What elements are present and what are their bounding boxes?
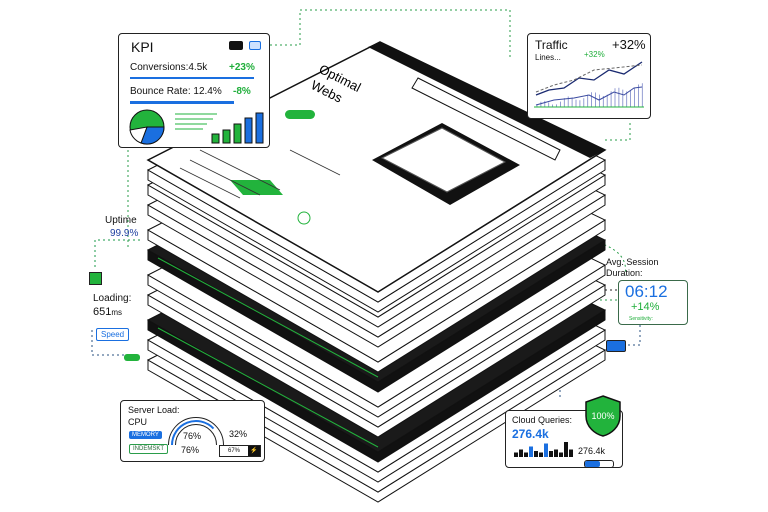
mini-value: 67% <box>227 448 240 454</box>
traffic-change-big: +32% <box>612 37 646 52</box>
cpu-gauge <box>168 417 224 446</box>
nav-bar <box>368 42 605 158</box>
cloud-progress <box>584 460 614 468</box>
cloud-bar <box>544 443 548 457</box>
connector-line <box>605 120 631 141</box>
kpi-card: KPI Conversions:4.5k +23% Bounce Rate: 1… <box>118 33 270 148</box>
conversions-change: +23% <box>229 62 255 73</box>
connector-line <box>91 330 125 356</box>
uptime-label: Uptime <box>105 215 137 226</box>
cloud-value: 276.4k <box>512 427 549 441</box>
bar <box>233 123 242 144</box>
status-square-icon <box>89 272 102 285</box>
bounce-row: Bounce Rate: 12.4% <box>130 86 222 97</box>
server-value-bottom: 76% <box>181 445 200 455</box>
shield-label: 100% <box>591 411 614 421</box>
session-sub: Sensitivity: <box>629 316 653 322</box>
cloud-bar <box>529 446 533 457</box>
session-label-line2: Duration: <box>606 268 643 278</box>
pie-slice <box>129 126 148 144</box>
connector-line <box>94 239 140 270</box>
loading-value-row: 651ms <box>93 306 122 318</box>
traffic-title: Traffic <box>535 38 568 52</box>
kpi-title: KPI <box>131 39 154 55</box>
traffic-subtitle: Lines... <box>535 53 561 62</box>
session-change: +14% <box>631 301 660 313</box>
connector-line <box>270 9 511 60</box>
bar <box>222 129 231 144</box>
server-value-right: 32% <box>229 429 248 439</box>
gauge-fill <box>171 420 215 446</box>
bar <box>255 112 264 144</box>
cloud-bar <box>569 449 573 457</box>
mini-gauge-chip: 67% ⚡ <box>219 445 261 457</box>
session-label-line1: Avg. Session <box>606 257 659 267</box>
cloud-bar <box>554 449 558 457</box>
memory-badge: MEMORY <box>129 431 162 439</box>
bar <box>211 133 220 144</box>
cloud-bar <box>539 452 543 457</box>
loading-value: 651 <box>93 306 112 318</box>
cpu-label: CPU <box>128 417 148 427</box>
conversions-row: Conversions:4.5k <box>130 62 207 73</box>
cloud-bar <box>564 442 568 457</box>
cloud-progress-fill <box>585 461 601 467</box>
server-title: Server Load: <box>128 405 180 415</box>
series-line <box>535 64 643 93</box>
monitor-icon[interactable] <box>229 41 243 50</box>
cloud-bar <box>524 452 528 457</box>
cta-button[interactable] <box>285 110 315 119</box>
shield-icon: 100% <box>585 395 621 437</box>
green-pill-icon <box>124 354 140 361</box>
traffic-change-small: +32% <box>584 50 605 59</box>
secondary-circle-button[interactable] <box>297 211 311 225</box>
session-value: 06:12 <box>625 282 668 301</box>
primary-button[interactable] <box>230 180 283 195</box>
cloud-bar <box>514 452 518 457</box>
text-lines <box>179 149 341 199</box>
traffic-card: Traffic +32% Lines... +32% <box>527 33 651 119</box>
window-icon[interactable] <box>249 41 261 50</box>
cloud-title: Cloud Queries: <box>512 415 573 425</box>
cloud-bars-value: 276.4k <box>578 446 606 456</box>
series-line <box>535 61 643 96</box>
cloud-bar <box>519 449 523 457</box>
cloud-bar <box>534 451 538 457</box>
disk-badge: INDEMSKT <box>129 444 169 454</box>
device-icon <box>606 340 626 352</box>
bounce-label: Bounce Rate: <box>130 86 191 97</box>
uptime-value: 99.9% <box>110 228 139 239</box>
traffic-line-chart <box>534 61 644 108</box>
speed-badge[interactable]: Speed <box>96 328 130 341</box>
cloud-bar <box>549 451 553 457</box>
kpi-charts <box>129 109 264 145</box>
accent-line <box>157 257 379 378</box>
image-placeholder <box>380 127 507 193</box>
search-bar[interactable] <box>411 77 561 161</box>
server-load-card: Server Load: CPU MEMORY INDEMSKT 76% 32%… <box>120 400 265 462</box>
cloud-bar-chart <box>514 442 573 457</box>
accent-line <box>157 327 379 448</box>
connector-line <box>625 325 641 346</box>
series-line <box>535 86 643 106</box>
cloud-bar <box>559 452 563 457</box>
loading-label: Loading: <box>93 293 132 304</box>
bolt-icon: ⚡ <box>248 446 260 456</box>
pie-slice <box>140 126 165 145</box>
conversions-value: 4.5k <box>188 62 208 73</box>
session-card: 06:12 +14% Sensitivity: <box>618 280 688 325</box>
conversions-bar <box>130 77 254 79</box>
bounce-bar <box>130 101 234 104</box>
loading-unit: ms <box>111 308 123 317</box>
bar <box>244 117 253 144</box>
bounce-change: -8% <box>233 86 251 97</box>
gauge-value: 76% <box>183 431 202 441</box>
conversions-label: Conversions: <box>130 62 189 73</box>
bounce-value: 12.4% <box>193 86 222 97</box>
